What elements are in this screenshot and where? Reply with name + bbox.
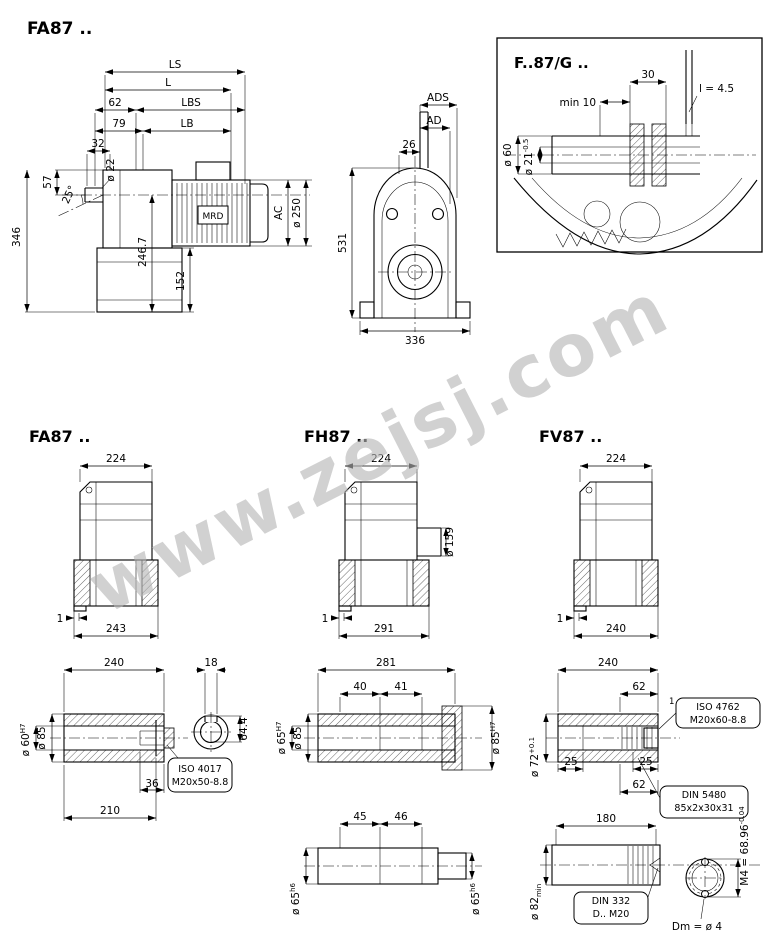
dim-79: 79 <box>112 118 125 130</box>
din5480-line1: DIN 5480 <box>682 790 726 801</box>
dim-d60: ø 60 <box>502 143 514 166</box>
din5480-callout <box>659 785 749 819</box>
motor-label: MRD <box>203 212 224 222</box>
iso4017-callout <box>167 757 233 793</box>
dim-fv-224: 224 <box>606 453 626 465</box>
dim-250: ø 250 <box>291 198 303 228</box>
dim-ac: AC <box>273 206 285 220</box>
dim-detfh-45: 45 <box>353 811 366 823</box>
dim-detfa-18: 18 <box>204 657 217 669</box>
dim-fh-224: 224 <box>371 453 391 465</box>
dim-detfa-644: 64.4 <box>238 717 250 741</box>
fa87-front-view: ADS AD 26 531 336 <box>337 92 471 347</box>
dim-detfa-d85: ø 85 <box>36 726 48 749</box>
dim-detfa-d60: ø 60H7 <box>19 724 32 757</box>
dim-detfh-46: 46 <box>394 811 408 823</box>
mid-fh87-title: FH87 .. <box>304 427 368 446</box>
dim-lbs: LBS <box>181 97 201 109</box>
iso4762-line2: M20x60-8.8 <box>690 715 747 726</box>
fa87-side-title: FA87 .. <box>27 19 92 39</box>
dim-lb: LB <box>180 118 193 130</box>
mid-fv87-view: FV87 .. 224 1 240 <box>539 427 659 639</box>
dim-2467: 246.7 <box>137 237 149 267</box>
din332-callout <box>573 891 649 925</box>
dim-detfv-62b: 62 <box>632 779 645 791</box>
din5480-line2: 85x2x30x31 <box>674 803 733 814</box>
din332-line1: DIN 332 <box>592 896 630 907</box>
dim-detfh-d65l: ø 65h6 <box>289 882 302 915</box>
dim-detfv-240: 240 <box>598 657 618 669</box>
dim-l: L <box>165 77 171 89</box>
dim-detfh-d85: ø 85 <box>292 726 304 749</box>
lifting-eye <box>585 486 593 494</box>
dim-detfv-m4: M4 = 68.96-0.04 <box>738 806 751 886</box>
dim-detfv-d72: ø 72+0.1 <box>528 737 541 777</box>
dim-detfa-210: 210 <box>100 805 120 817</box>
dim-32: 32 <box>91 138 104 150</box>
din332-line2: D.. M20 <box>593 909 630 920</box>
dim-30: 30 <box>641 69 654 81</box>
dim-fa-lip: 1 <box>57 613 64 625</box>
mid-fv87-title: FV87 .. <box>539 427 602 446</box>
dim-detfv-180: 180 <box>596 813 616 825</box>
mid-fa87-view: FA87 .. 224 1 243 <box>29 427 159 639</box>
dim-62: 62 <box>108 97 121 109</box>
dim-detfv-25r: 25 <box>639 756 652 768</box>
fv87-hollow-shaft-detail: 240 62 1 ISO 4762 M20x60-8.8 25 25 ø 72+… <box>528 657 762 933</box>
fa87-hollow-shaft-detail: 240 ø 85 ø 60H7 36 210 ISO 4017 M20x50-8… <box>19 657 250 821</box>
watermark-text: www.zejsj.com <box>75 265 682 630</box>
fa87-side-view: FA87 .. MRD 25° LS L 62 LBS 79 LB 32 ø 2… <box>11 19 312 313</box>
dim-fv-lip: 1 <box>557 613 564 625</box>
dim-fh-159: ø 159 <box>444 527 456 557</box>
dim-detfh-281: 281 <box>376 657 396 669</box>
iso4762-line1: ISO 4762 <box>696 702 740 713</box>
dim-346: 346 <box>11 227 23 247</box>
dim-ls: LS <box>169 59 182 71</box>
iso4017-line2: M20x50-8.8 <box>172 777 229 788</box>
dim-531: 531 <box>337 233 349 253</box>
footnote-1: 1 <box>669 697 674 707</box>
dim-detfv-62a: 62 <box>632 681 645 693</box>
mid-fa87-title: FA87 .. <box>29 427 90 446</box>
iso4017-line1: ISO 4017 <box>178 764 222 775</box>
dim-min10: min 10 <box>560 97 597 109</box>
dim-26: 26 <box>402 139 416 151</box>
detail-frame <box>496 37 763 253</box>
dim-detfa-240: 240 <box>104 657 124 669</box>
dim-detfh-d65r: ø 65h6 <box>469 882 482 915</box>
fh87-hollow-shaft-detail: 281 40 41 ø 85 ø 65H7 ø 85H7 45 46 ø 65h… <box>275 657 502 915</box>
dim-fv-240: 240 <box>606 623 626 635</box>
dim-detfv-25l: 25 <box>564 756 577 768</box>
motor-nameplate <box>197 205 229 225</box>
dim-d21: ø 21-0.5 <box>522 139 535 176</box>
dim-detfa-36: 36 <box>145 778 159 790</box>
f87g-detail-box: F..87/G .. 30 min 10 l = 4.5 ø 60 ø 21-0… <box>496 37 763 255</box>
dim-detfh-41: 41 <box>394 681 407 693</box>
dim-152: 152 <box>175 271 187 291</box>
dim-detfv-dm: Dm = ø 4 <box>672 921 723 933</box>
detail-title: F..87/G .. <box>514 54 589 72</box>
dim-shaft-dia: ø 22 <box>105 158 117 181</box>
dim-ad: AD <box>426 115 441 127</box>
watermark: www.zejsj.com <box>75 265 682 630</box>
dim-detfh-d85r: ø 85H7 <box>489 722 502 755</box>
dim-fh-lip: 1 <box>322 613 329 625</box>
mid-fh87-view: FH87 .. 224 ø 159 1 291 <box>304 427 456 639</box>
dim-fa-243: 243 <box>106 623 126 635</box>
dim-fa-224: 224 <box>106 453 126 465</box>
lifting-eye <box>85 486 93 494</box>
dim-detfh-40: 40 <box>353 681 366 693</box>
dim-ads: ADS <box>427 92 449 104</box>
dim-336: 336 <box>405 335 425 347</box>
dim-detfv-d82: ø 82min <box>529 884 543 920</box>
dim-l45: l = 4.5 <box>699 83 734 95</box>
dim-detfh-d65: ø 65H7 <box>275 722 288 755</box>
dim-fh-291: 291 <box>374 623 394 635</box>
lifting-eye <box>350 486 358 494</box>
dim-57: 57 <box>42 175 54 188</box>
